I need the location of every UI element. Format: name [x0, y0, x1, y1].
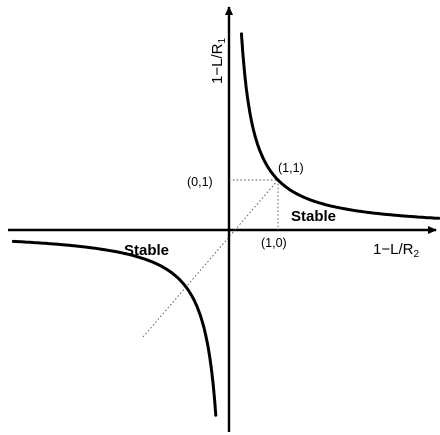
y-axis-label: 1−L/R1 [209, 38, 228, 84]
x-axis-label-main: 1−L/R [373, 241, 414, 258]
guide-diagonal [142, 179, 279, 338]
x-axis-label: 1−L/R2 [373, 241, 419, 260]
hyperbola-branch-upper-right [240, 32, 440, 220]
y-axis-label-subscript: 1 [217, 38, 228, 44]
point-label-1-1: (1,1) [278, 161, 304, 175]
region-label-stable-lower: Stable [124, 242, 169, 259]
hyperbola-branch-lower-left [11, 239, 218, 417]
point-label-1-0: (1,0) [261, 236, 287, 250]
region-label-stable-upper: Stable [291, 208, 336, 225]
x-axis-label-subscript: 2 [413, 249, 419, 260]
y-axis-label-main: 1−L/R [209, 43, 226, 84]
point-label-0-1: (0,1) [187, 175, 213, 189]
